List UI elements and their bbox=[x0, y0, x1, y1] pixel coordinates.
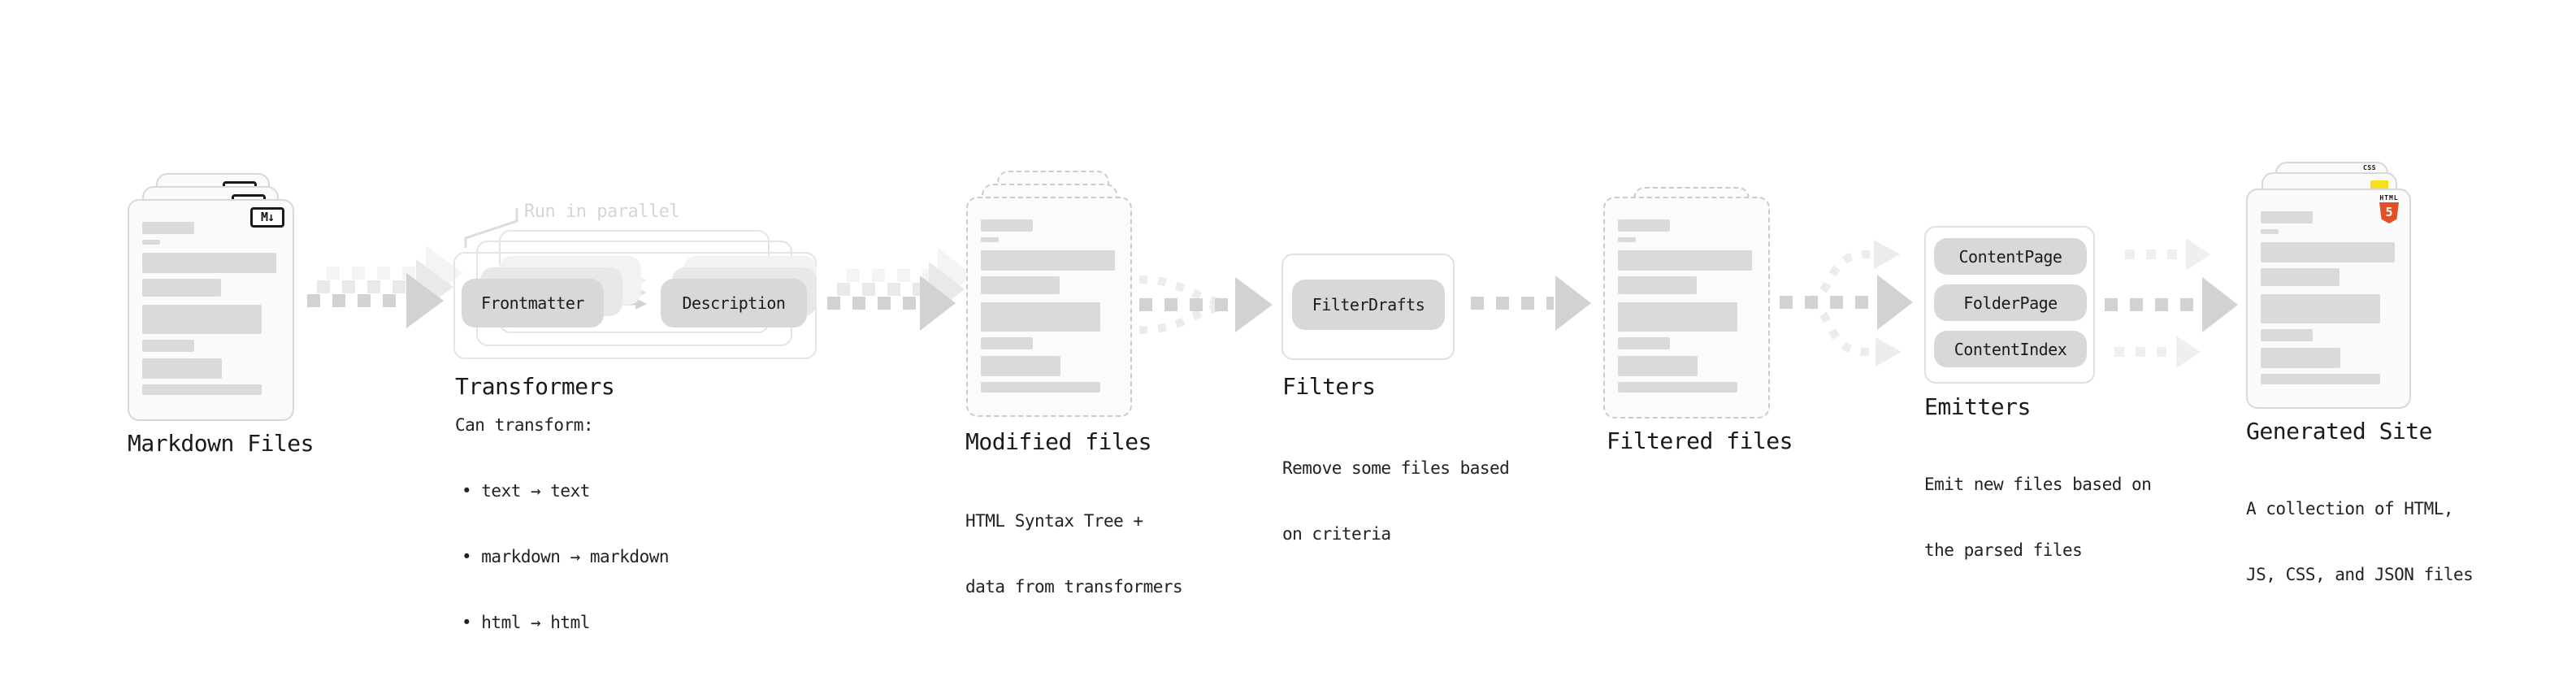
modified-files-label: Modified files bbox=[965, 428, 1152, 455]
placeholder-text-bars bbox=[1618, 219, 1752, 393]
arrow-transformers-to-modified-icon bbox=[827, 248, 974, 331]
placeholder-bar bbox=[1618, 302, 1737, 332]
placeholder-bar bbox=[981, 337, 1033, 349]
placeholder-bar bbox=[2261, 229, 2279, 234]
run-in-parallel-callout-line bbox=[464, 208, 518, 248]
placeholder-bar bbox=[142, 384, 262, 395]
placeholder-text-bars bbox=[981, 219, 1115, 393]
arrow-filters-to-filtered-icon bbox=[1471, 275, 1591, 331]
description-line: data from transformers bbox=[965, 577, 1183, 596]
placeholder-bar bbox=[142, 358, 222, 379]
description-line: HTML Syntax Tree + bbox=[965, 511, 1143, 531]
modified-file-card-front bbox=[966, 197, 1132, 417]
placeholder-bar bbox=[981, 382, 1100, 393]
description-line: Emit new files based on bbox=[1924, 475, 2152, 494]
html5-icon: HTML 5 bbox=[2379, 195, 2400, 223]
bullet-item: • text → text bbox=[462, 481, 590, 501]
description-pill: Description bbox=[661, 279, 807, 327]
markdown-files-label: Markdown Files bbox=[128, 430, 314, 457]
placeholder-bar bbox=[1618, 219, 1670, 232]
filtered-file-card-front bbox=[1603, 197, 1770, 419]
placeholder-bar bbox=[142, 240, 160, 245]
description-line: JS, CSS, and JSON files bbox=[2246, 565, 2474, 584]
emitters-description: Emit new files based on the parsed files bbox=[1924, 430, 2152, 605]
placeholder-bar bbox=[1618, 276, 1697, 294]
placeholder-bar bbox=[2261, 242, 2395, 262]
placeholder-bar bbox=[981, 237, 999, 242]
placeholder-bar bbox=[981, 356, 1060, 376]
placeholder-bar bbox=[142, 253, 276, 273]
arrow-filtered-to-emitters-icon bbox=[1780, 240, 1913, 367]
placeholder-bar bbox=[142, 305, 262, 334]
placeholder-bar bbox=[142, 222, 194, 234]
contentpage-pill: ContentPage bbox=[1934, 238, 2087, 275]
description-line: the parsed files bbox=[1924, 540, 2083, 560]
placeholder-bar bbox=[2261, 294, 2380, 323]
generated-site-description: A collection of HTML, JS, CSS, and JSON … bbox=[2246, 454, 2474, 630]
description-line: Remove some files based bbox=[1282, 458, 1510, 478]
placeholder-bar bbox=[142, 340, 194, 352]
placeholder-bar bbox=[1618, 382, 1737, 393]
arrow-markdown-to-transformers-icon bbox=[307, 245, 463, 328]
generated-site-label: Generated Site bbox=[2246, 418, 2433, 445]
run-in-parallel-annotation: Run in parallel bbox=[524, 202, 680, 222]
placeholder-bar bbox=[1618, 356, 1698, 376]
filterdrafts-pill: FilterDrafts bbox=[1292, 280, 1445, 330]
generated-file-card-front: HTML 5 bbox=[2246, 189, 2411, 409]
placeholder-text-bars bbox=[142, 222, 276, 395]
filtered-files-label: Filtered files bbox=[1607, 427, 1793, 454]
frontmatter-pill: Frontmatter bbox=[462, 279, 604, 327]
contentindex-pill: ContentIndex bbox=[1934, 331, 2087, 367]
placeholder-bar bbox=[2261, 348, 2340, 368]
transformers-label: Transformers bbox=[455, 373, 615, 400]
placeholder-bar bbox=[1618, 250, 1752, 271]
placeholder-bar bbox=[981, 219, 1033, 232]
description-line: A collection of HTML, bbox=[2246, 499, 2454, 518]
bullet-item: • markdown → markdown bbox=[462, 547, 670, 566]
emitters-label: Emitters bbox=[1924, 393, 2031, 420]
filters-label: Filters bbox=[1282, 373, 1376, 400]
placeholder-bar bbox=[1618, 337, 1670, 349]
filters-description: Remove some files based on criteria bbox=[1282, 414, 1510, 589]
emitters-pill-list: ContentPage FolderPage ContentIndex bbox=[1934, 238, 2087, 367]
bullet-item: • html → html bbox=[462, 613, 590, 632]
markdown-file-card-front: M↓ bbox=[128, 199, 294, 421]
arrow-emitters-to-generated-icon bbox=[2105, 238, 2238, 368]
placeholder-bar bbox=[981, 276, 1060, 294]
transformers-description-title: Can transform: bbox=[455, 415, 594, 435]
placeholder-bar bbox=[1618, 237, 1636, 242]
transformers-bullet-list: • text → text • markdown → markdown • ht… bbox=[462, 436, 670, 678]
placeholder-bar bbox=[2261, 268, 2340, 286]
folderpage-pill: FolderPage bbox=[1934, 284, 2087, 321]
placeholder-bar bbox=[142, 279, 221, 297]
markdown-icon: M↓ bbox=[250, 207, 284, 228]
placeholder-bar bbox=[2261, 211, 2313, 223]
placeholder-text-bars bbox=[2261, 211, 2395, 384]
placeholder-bar bbox=[2261, 374, 2380, 384]
description-line: on criteria bbox=[1282, 524, 1391, 544]
modified-files-description: HTML Syntax Tree + data from transformer… bbox=[965, 466, 1183, 642]
placeholder-bar bbox=[981, 302, 1100, 332]
arrow-modified-to-filters-icon bbox=[1138, 275, 1273, 334]
placeholder-bar bbox=[2261, 329, 2313, 341]
placeholder-bar bbox=[981, 250, 1115, 271]
